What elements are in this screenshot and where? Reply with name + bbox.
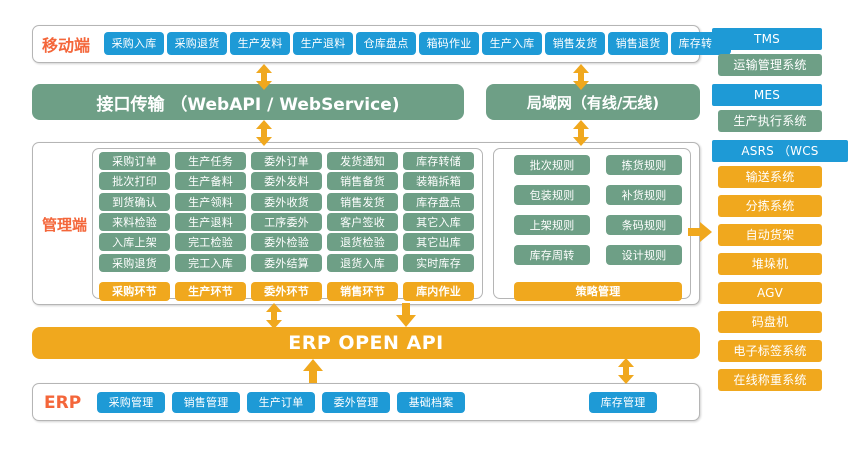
integration-header-3[interactable]: ASRS （WCS xyxy=(712,140,848,162)
process-item-c2-r2[interactable]: 生产备料 xyxy=(175,172,246,190)
process-item-c1-r1[interactable]: 采购订单 xyxy=(99,152,170,170)
process-item-c3-r3[interactable]: 委外收货 xyxy=(251,193,322,211)
process-footer-5[interactable]: 库内作业 xyxy=(403,282,474,301)
erp-panel-label: ERP xyxy=(44,393,82,413)
mobile-item-8[interactable]: 销售发货 xyxy=(545,32,605,55)
process-footer-1[interactable]: 采购环节 xyxy=(99,282,170,301)
process-item-c3-r2[interactable]: 委外发料 xyxy=(251,172,322,190)
erp-item-2[interactable]: 销售管理 xyxy=(172,392,240,413)
process-item-c1-r6[interactable]: 采购退货 xyxy=(99,254,170,272)
arrow-openapi-to-erp-right-icon xyxy=(617,358,635,384)
process-item-c4-r1[interactable]: 发货通知 xyxy=(327,152,398,170)
arrow-api-to-manage-left-icon xyxy=(255,120,273,146)
arrow-rules-to-integrations-icon xyxy=(688,222,712,242)
mobile-item-4[interactable]: 生产退料 xyxy=(293,32,353,55)
erp-item-5[interactable]: 基础档案 xyxy=(397,392,465,413)
arrow-openapi-to-erp-icon xyxy=(303,359,323,383)
integration-item-3-4[interactable]: 堆垛机 xyxy=(718,253,822,275)
process-item-c3-r1[interactable]: 委外订单 xyxy=(251,152,322,170)
process-item-c2-r1[interactable]: 生产任务 xyxy=(175,152,246,170)
process-item-c5-r1[interactable]: 库存转储 xyxy=(403,152,474,170)
process-item-c2-r3[interactable]: 生产领料 xyxy=(175,193,246,211)
process-item-c5-r4[interactable]: 其它入库 xyxy=(403,213,474,231)
integration-item-3-6[interactable]: 码盘机 xyxy=(718,311,822,333)
integration-item-3-2[interactable]: 分拣系统 xyxy=(718,195,822,217)
mobile-panel-label: 移动端 xyxy=(42,36,91,55)
mobile-item-3[interactable]: 生产发料 xyxy=(230,32,290,55)
mobile-item-2[interactable]: 采购退货 xyxy=(167,32,227,55)
mobile-item-7[interactable]: 生产入库 xyxy=(482,32,542,55)
process-item-c4-r4[interactable]: 客户签收 xyxy=(327,213,398,231)
rule-item-6[interactable]: 条码规则 xyxy=(606,215,682,235)
arrow-mobile-to-api-left-icon xyxy=(255,64,273,90)
process-item-c3-r6[interactable]: 委外结算 xyxy=(251,254,322,272)
process-item-c2-r5[interactable]: 完工检验 xyxy=(175,233,246,251)
integration-item-3-7[interactable]: 电子标签系统 xyxy=(718,340,822,362)
mobile-item-9[interactable]: 销售退货 xyxy=(608,32,668,55)
process-footer-4[interactable]: 销售环节 xyxy=(327,282,398,301)
arrow-manage-to-openapi-icon xyxy=(265,303,283,329)
arrow-lan-to-manage-right-icon xyxy=(572,120,590,146)
integration-header-1[interactable]: TMS xyxy=(712,28,822,50)
erp-item-4[interactable]: 委外管理 xyxy=(322,392,390,413)
process-item-c3-r5[interactable]: 委外检验 xyxy=(251,233,322,251)
rules-footer[interactable]: 策略管理 xyxy=(514,282,682,301)
process-item-c1-r2[interactable]: 批次打印 xyxy=(99,172,170,190)
process-item-c5-r6[interactable]: 实时库存 xyxy=(403,254,474,272)
rule-item-1[interactable]: 批次规则 xyxy=(514,155,590,175)
erp-item-1[interactable]: 采购管理 xyxy=(97,392,165,413)
management-panel-label: 管理端 xyxy=(42,215,88,234)
process-item-c1-r4[interactable]: 来料检验 xyxy=(99,213,170,231)
lan-bar: 局域网（有线/无线) xyxy=(486,84,700,120)
process-footer-3[interactable]: 委外环节 xyxy=(251,282,322,301)
process-item-c4-r2[interactable]: 销售备货 xyxy=(327,172,398,190)
arrow-rules-to-openapi-icon xyxy=(396,303,416,327)
integration-item-3-3[interactable]: 自动货架 xyxy=(718,224,822,246)
rule-item-3[interactable]: 包装规则 xyxy=(514,185,590,205)
interface-transport-bar: 接口传输 （WebAPI / WebService) xyxy=(32,84,464,120)
process-item-c1-r5[interactable]: 入库上架 xyxy=(99,233,170,251)
mobile-item-6[interactable]: 箱码作业 xyxy=(419,32,479,55)
erp-open-api-bar: ERP OPEN API xyxy=(32,327,700,359)
integration-item-3-5[interactable]: AGV xyxy=(718,282,822,304)
mobile-item-5[interactable]: 仓库盘点 xyxy=(356,32,416,55)
process-item-c5-r5[interactable]: 其它出库 xyxy=(403,233,474,251)
integration-item-1-1[interactable]: 运输管理系统 xyxy=(718,54,822,76)
rule-item-8[interactable]: 设计规则 xyxy=(606,245,682,265)
process-item-c4-r3[interactable]: 销售发货 xyxy=(327,193,398,211)
arrow-mobile-to-lan-right-icon xyxy=(572,64,590,90)
integration-item-3-1[interactable]: 输送系统 xyxy=(718,166,822,188)
integration-header-2[interactable]: MES xyxy=(712,84,822,106)
integration-item-2-1[interactable]: 生产执行系统 xyxy=(718,110,822,132)
rule-item-4[interactable]: 补货规则 xyxy=(606,185,682,205)
erp-item-inventory[interactable]: 库存管理 xyxy=(589,392,657,413)
process-item-c2-r4[interactable]: 生产退料 xyxy=(175,213,246,231)
erp-item-3[interactable]: 生产订单 xyxy=(247,392,315,413)
process-item-c5-r3[interactable]: 库存盘点 xyxy=(403,193,474,211)
rule-item-7[interactable]: 库存周转 xyxy=(514,245,590,265)
process-item-c3-r4[interactable]: 工序委外 xyxy=(251,213,322,231)
mobile-item-1[interactable]: 采购入库 xyxy=(104,32,164,55)
process-item-c4-r5[interactable]: 退货检验 xyxy=(327,233,398,251)
rule-item-5[interactable]: 上架规则 xyxy=(514,215,590,235)
integration-item-3-8[interactable]: 在线称重系统 xyxy=(718,369,822,391)
process-footer-2[interactable]: 生产环节 xyxy=(175,282,246,301)
process-item-c4-r6[interactable]: 退货入库 xyxy=(327,254,398,272)
process-item-c1-r3[interactable]: 到货确认 xyxy=(99,193,170,211)
process-item-c5-r2[interactable]: 装箱拆箱 xyxy=(403,172,474,190)
rule-item-2[interactable]: 拣货规则 xyxy=(606,155,682,175)
process-item-c2-r6[interactable]: 完工入库 xyxy=(175,254,246,272)
